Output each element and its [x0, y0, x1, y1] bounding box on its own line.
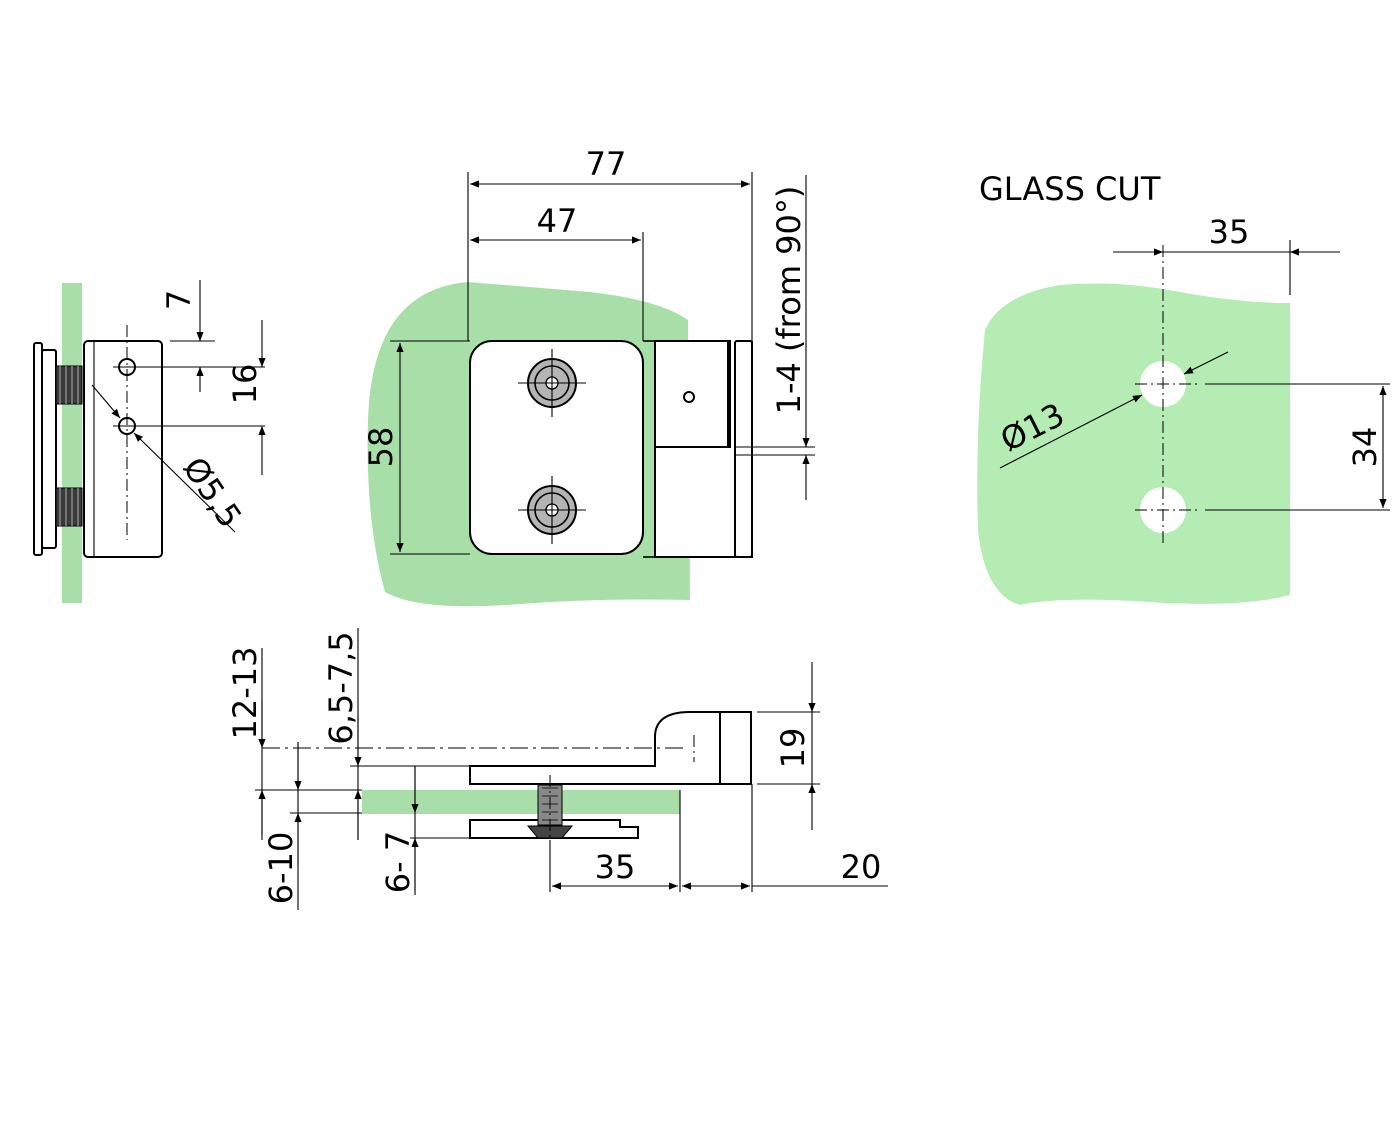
front-screw-lower — [518, 476, 586, 544]
front-hinge-leaf — [734, 340, 753, 558]
side-clamp-plate-outer — [33, 342, 43, 556]
glass-cut-title: GLASS CUT — [979, 170, 1161, 208]
side-clamp-plate-inner — [41, 349, 57, 549]
dim-front-adjust: 1-4 (from 90°) — [770, 186, 808, 415]
side-glass-panel — [62, 283, 82, 603]
side-screw-upper — [55, 365, 83, 405]
dim-front-77: 77 — [586, 145, 627, 183]
dim-plan-12-13: 12-13 — [226, 647, 264, 740]
glass-cut-view: GLASS CUT 35 34 Ø13 — [977, 170, 1390, 605]
dim-plan-19: 19 — [774, 728, 812, 769]
front-clamp-plate — [469, 340, 644, 555]
dim-plan-6-7: 6- 7 — [379, 831, 417, 893]
dim-side-7: 7 — [160, 290, 198, 310]
plan-view: 12-13 6-10 6,5-7,5 6- 7 19 35 20 — [226, 628, 888, 910]
side-view: 7 16 Ø5,5 — [33, 280, 266, 603]
dim-plan-20: 20 — [841, 848, 882, 886]
dim-plan-35: 35 — [595, 848, 636, 886]
plan-glass-panel — [362, 790, 680, 814]
front-pin-hole — [683, 391, 695, 403]
dim-side-hole: Ø5,5 — [175, 450, 249, 534]
dim-plan-6-5-7-5: 6,5-7,5 — [322, 631, 360, 744]
dim-front-47: 47 — [537, 202, 578, 240]
dim-side-16: 16 — [226, 364, 264, 405]
front-screw-upper — [518, 349, 586, 417]
dim-front-58: 58 — [362, 427, 400, 468]
side-hinge-body — [83, 340, 163, 558]
dim-plan-6-10: 6-10 — [262, 832, 300, 905]
dim-cut-35: 35 — [1209, 213, 1250, 251]
front-view: 77 47 58 1-4 (from 90°) — [362, 145, 815, 607]
plan-hinge-leaf — [719, 711, 752, 785]
dim-cut-34: 34 — [1346, 427, 1384, 468]
glass-cut-panel — [977, 283, 1290, 605]
side-screw-lower — [55, 487, 83, 527]
